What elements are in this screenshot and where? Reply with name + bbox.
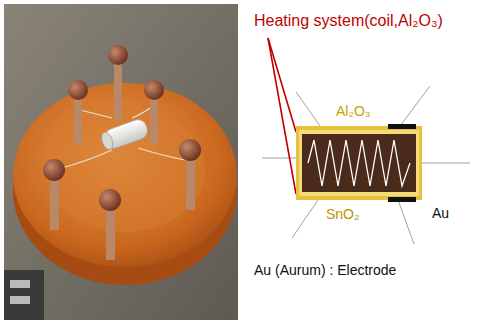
layer-label: SnO₂ (326, 206, 359, 222)
heading-label: Heating system(coil,Al₂O₃) (254, 12, 443, 30)
al2o3-layer (296, 126, 422, 200)
sno2-layer (299, 130, 419, 196)
heating-pointer (268, 38, 296, 194)
au-electrode (388, 197, 416, 202)
note-label: Au (Aurum) : Electrode (254, 262, 396, 278)
au-electrode (388, 124, 416, 129)
electrode-label: Au (432, 205, 449, 221)
layer-label: Al₂O₃ (336, 103, 370, 119)
tube-core (302, 134, 416, 192)
heating-coil (308, 140, 410, 186)
lead-wire (262, 86, 470, 244)
